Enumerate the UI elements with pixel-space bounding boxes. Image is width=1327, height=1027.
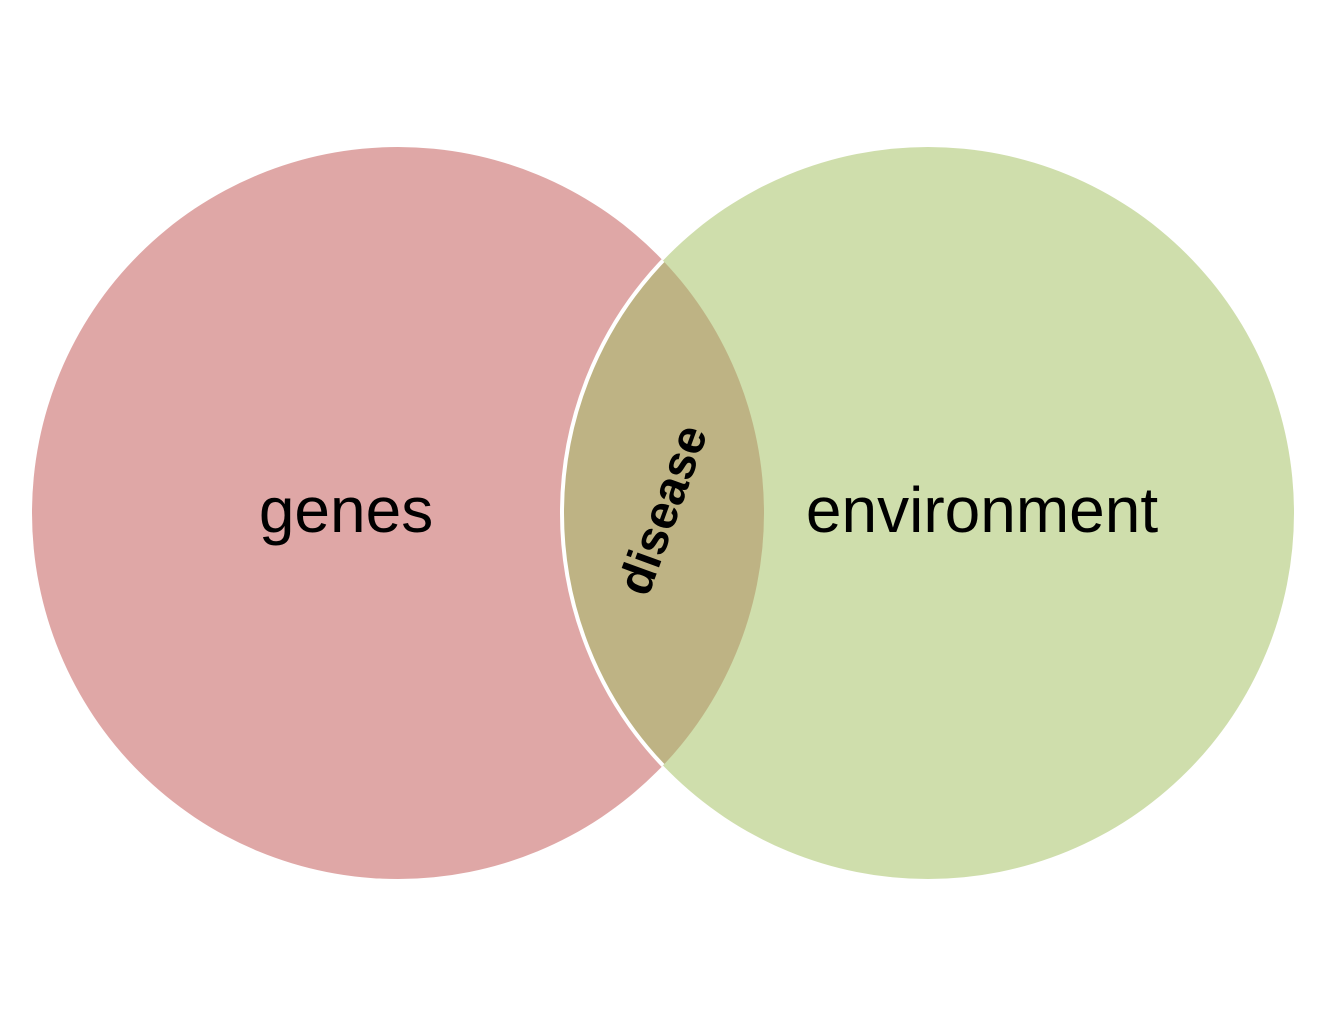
genes-circle: [32, 147, 764, 879]
environment-label: environment: [806, 474, 1158, 546]
environment-circle: [562, 147, 1294, 879]
genes-label: genes: [259, 474, 433, 546]
